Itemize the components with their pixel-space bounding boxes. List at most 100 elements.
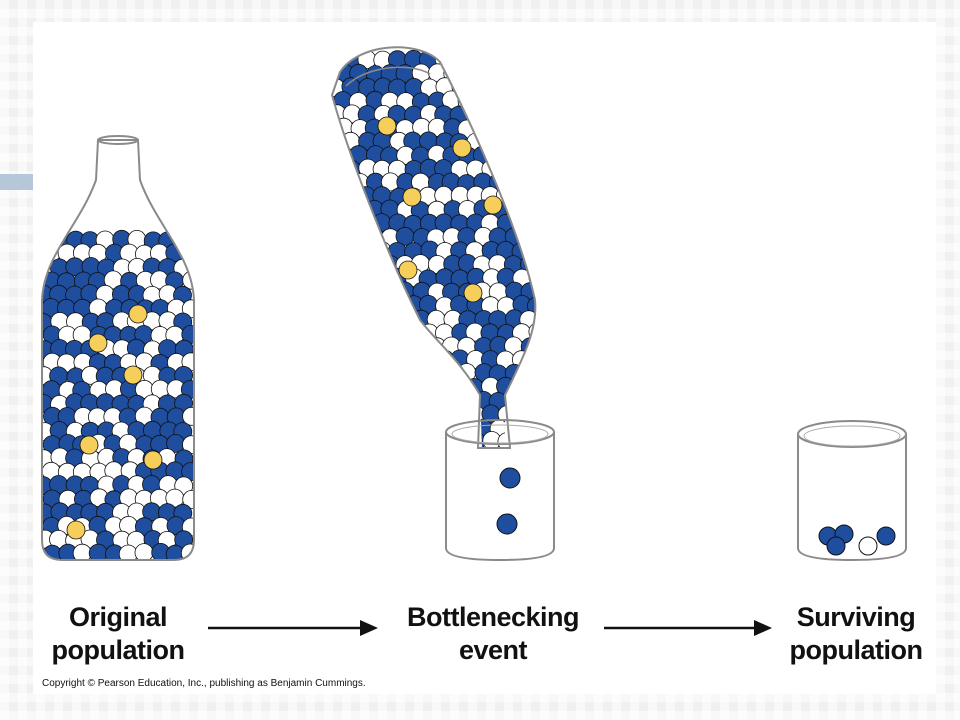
marble bbox=[357, 269, 377, 289]
marble bbox=[442, 363, 461, 383]
glass-2-body bbox=[797, 434, 907, 562]
arrow-right-icon bbox=[208, 620, 378, 636]
marble bbox=[426, 363, 446, 383]
marble bbox=[364, 336, 384, 355]
marble bbox=[380, 337, 400, 357]
marble bbox=[332, 160, 346, 180]
marble bbox=[458, 63, 478, 83]
marble bbox=[452, 138, 472, 158]
marble bbox=[364, 309, 384, 329]
marble bbox=[402, 350, 422, 370]
marble bbox=[435, 349, 455, 369]
marble bbox=[358, 378, 377, 397]
stage-label-line: Surviving bbox=[796, 602, 916, 632]
marble bbox=[342, 240, 361, 260]
marble bbox=[466, 104, 486, 124]
marble bbox=[332, 187, 345, 207]
marble bbox=[466, 78, 486, 97]
stage-label-line: event bbox=[458, 635, 528, 665]
surviving-marbles bbox=[818, 524, 896, 556]
marble bbox=[348, 227, 368, 247]
marble bbox=[410, 363, 430, 383]
marble bbox=[483, 195, 503, 215]
marble bbox=[513, 131, 533, 151]
marble bbox=[387, 377, 407, 397]
marble bbox=[364, 255, 384, 275]
marble bbox=[505, 92, 525, 111]
marble bbox=[373, 378, 393, 398]
marble bbox=[402, 187, 422, 207]
marble bbox=[497, 77, 517, 96]
marble bbox=[128, 304, 148, 324]
marble bbox=[396, 308, 416, 328]
marble bbox=[356, 296, 376, 316]
marble bbox=[450, 50, 470, 69]
marble bbox=[365, 282, 385, 302]
marble bbox=[333, 172, 353, 192]
marble bbox=[373, 294, 393, 314]
bottleneck-marbles bbox=[332, 49, 536, 448]
marble bbox=[419, 405, 439, 424]
marble bbox=[512, 51, 532, 71]
marble bbox=[357, 214, 377, 234]
marble bbox=[334, 227, 353, 247]
marble bbox=[435, 431, 455, 448]
marble bbox=[419, 378, 439, 397]
marble bbox=[472, 90, 492, 110]
marble bbox=[372, 350, 392, 370]
marble bbox=[341, 296, 361, 316]
marble bbox=[504, 173, 524, 193]
marble bbox=[389, 322, 409, 342]
slide-accent-bar bbox=[0, 174, 40, 190]
tilted-bottle-icon bbox=[330, 46, 537, 449]
marble bbox=[396, 364, 416, 384]
marble bbox=[365, 392, 385, 411]
marble bbox=[480, 78, 500, 97]
marble bbox=[372, 431, 392, 448]
marble bbox=[428, 419, 448, 438]
marble bbox=[511, 78, 531, 98]
marble bbox=[398, 260, 418, 280]
marble bbox=[348, 254, 368, 274]
marble bbox=[442, 390, 462, 410]
stage-label-bottleneck: Bottlenecking event bbox=[388, 601, 598, 667]
marble bbox=[527, 296, 536, 316]
marble bbox=[395, 336, 415, 356]
marble bbox=[450, 377, 470, 396]
marble bbox=[342, 431, 362, 448]
marble bbox=[527, 186, 536, 206]
marble bbox=[365, 418, 385, 438]
marble bbox=[332, 267, 346, 287]
marble bbox=[334, 364, 354, 384]
marble bbox=[349, 418, 369, 438]
marble bbox=[489, 65, 508, 84]
marble bbox=[404, 431, 424, 448]
marble bbox=[134, 543, 154, 560]
stage-label-line: Original bbox=[68, 602, 168, 632]
marble bbox=[377, 116, 397, 136]
original-population-marbles bbox=[42, 229, 194, 560]
marble bbox=[356, 350, 376, 370]
surviving-marble bbox=[876, 526, 896, 546]
marble bbox=[388, 404, 407, 423]
marble bbox=[372, 405, 391, 425]
marble bbox=[521, 227, 536, 247]
marble bbox=[349, 337, 369, 357]
marble bbox=[465, 51, 485, 71]
marble bbox=[181, 244, 194, 264]
marble bbox=[332, 214, 346, 234]
marble bbox=[482, 131, 502, 151]
marble bbox=[332, 296, 346, 316]
marble bbox=[333, 337, 353, 356]
marble bbox=[521, 200, 536, 219]
marble bbox=[334, 282, 354, 302]
marble bbox=[519, 173, 536, 193]
marble bbox=[496, 133, 516, 153]
marble bbox=[42, 229, 54, 249]
falling-marble bbox=[499, 467, 521, 489]
marble bbox=[143, 450, 163, 470]
marble bbox=[434, 377, 454, 397]
marble bbox=[527, 50, 536, 69]
marble bbox=[527, 77, 536, 96]
